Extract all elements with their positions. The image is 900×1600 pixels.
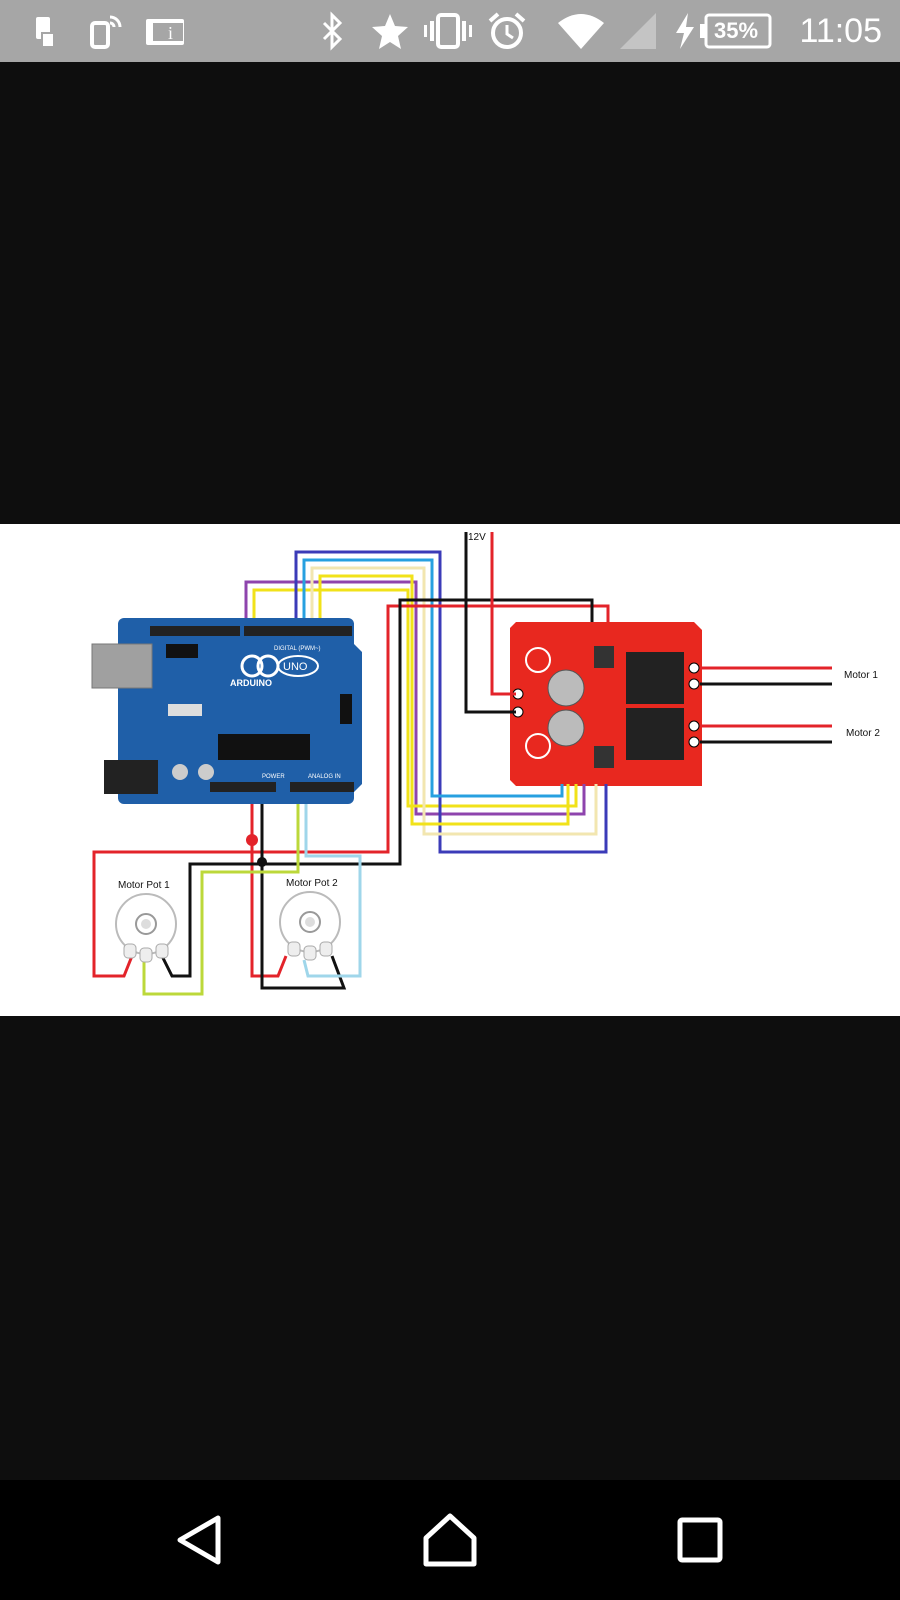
back-button[interactable] [160,1500,240,1580]
arduino-digital-label: DIGITAL (PWM~) [274,646,321,652]
recents-button[interactable] [660,1500,740,1580]
phone-rotate-icon [88,0,124,62]
arduino-board: ARDUINO UNO DIGITAL (PWM~) POWER ANALOG … [91,618,362,804]
recents-icon [677,1517,723,1563]
star-icon [370,0,410,62]
home-icon [423,1513,477,1567]
image-viewer[interactable]: ARDUINO UNO DIGITAL (PWM~) POWER ANALOG … [0,62,900,1480]
back-icon [177,1515,221,1565]
arduino-brand-label: ARDUINO [230,678,272,688]
wifi-icon [556,0,606,62]
navigation-bar [0,1480,900,1600]
motor-pot-1 [115,893,177,963]
motor-pot-2-label: Motor Pot 2 [286,878,338,889]
vibrate-icon [424,0,472,62]
wires [92,532,832,996]
motor-2-label: Motor 2 [846,728,880,739]
arduino-power-label: POWER [262,774,285,780]
junction-dot [257,857,267,867]
motor-pot-1-label: Motor Pot 1 [118,880,170,891]
motor-pot-2 [279,891,341,961]
home-button[interactable] [410,1500,490,1580]
status-bar: i 35% 11:05 [0,0,900,62]
wiring-diagram-image[interactable]: ARDUINO UNO DIGITAL (PWM~) POWER ANALOG … [0,524,900,1016]
motor-1-label: Motor 1 [844,670,878,681]
sim-icon [30,0,60,62]
svg-text:i: i [168,23,173,43]
battery-percent: 35% [714,18,759,43]
alarm-icon [486,0,528,62]
signal-icon [618,0,658,62]
arduino-analog-label: ANALOG IN [308,774,341,780]
arduino-model-label: UNO [283,661,308,673]
supply-12v-label: 12V [468,532,486,543]
clock: 11:05 [799,12,882,50]
junction-dot [246,834,258,846]
bluetooth-icon [318,0,348,62]
motor-driver-board [510,622,702,786]
info-card-icon: i [144,0,186,62]
charging-icon [674,0,696,62]
battery-icon: 35% [700,0,772,62]
